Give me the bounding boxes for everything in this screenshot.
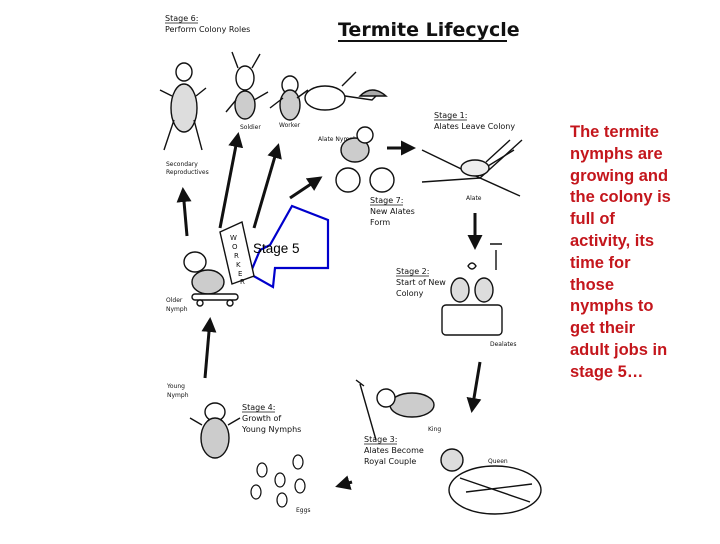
cycle-arrows	[176, 132, 483, 490]
sign-letter: R	[234, 252, 239, 260]
older-nymph-figure	[183, 251, 239, 307]
stage-1-label: Stage 1:	[434, 111, 467, 120]
sign-letter: K	[236, 261, 241, 269]
dealates-couple-figure	[441, 243, 503, 336]
side-line: the colony is	[570, 188, 671, 207]
king-caption: King	[428, 426, 441, 433]
secondary-caption-2: Reproductives	[166, 169, 209, 176]
nymph-on-bike-figure	[335, 126, 395, 193]
termite-lifecycle-diagram: Termite Lifecycle Stage 6: Perform Colon…	[150, 0, 550, 540]
sign-letter: R	[240, 278, 245, 286]
stage-5-label: Stage 5	[253, 241, 300, 256]
side-line: growing and	[570, 166, 669, 185]
young-nymph-caption-1: Young	[166, 383, 185, 390]
side-line: those	[570, 275, 615, 294]
stage-4-desc-2: Young Nymphs	[241, 425, 301, 434]
side-line: time for	[570, 253, 631, 272]
side-line: The termite	[570, 123, 659, 141]
stage-3-label: Stage 3:	[364, 435, 397, 444]
side-line: nymphs to	[570, 297, 654, 316]
sign-letter: O	[232, 243, 238, 251]
arrow-to-worker	[252, 143, 282, 229]
stage-7-desc-1: New Alates	[370, 207, 415, 216]
arrow-stage2-to-stage3	[466, 361, 482, 413]
stage-3-desc-1: Alates Become	[364, 446, 424, 455]
stage-4-desc-1: Growth of	[242, 414, 281, 423]
young-nymph-figure	[189, 402, 241, 459]
arrow-stage3-to-stage4	[335, 475, 353, 490]
eggs-figure	[250, 454, 306, 508]
diagram-title: Termite Lifecycle	[338, 19, 520, 41]
stage-2-label: Stage 2:	[396, 267, 429, 276]
stage-2-desc-2: Colony	[396, 289, 424, 298]
sign-letter: E	[238, 270, 242, 278]
arrow-to-secondary	[176, 187, 192, 237]
worker-figure	[269, 75, 309, 121]
secondary-reproductive-figure	[159, 62, 207, 151]
eggs-caption: Eggs	[296, 507, 311, 514]
queen-figure	[440, 448, 542, 515]
arrow-to-soldier	[218, 132, 244, 229]
side-explanation: The termite nymphs are growing and the c…	[570, 122, 710, 384]
secondary-caption-1: Secondary	[166, 161, 198, 168]
stage-6-label: Stage 6:	[165, 14, 198, 23]
alate-nymph-figure	[304, 71, 388, 111]
stage-3-desc-2: Royal Couple	[364, 457, 416, 466]
alate-figure	[421, 139, 523, 197]
worker-sign: W O R K E R	[219, 221, 255, 286]
stage-6-desc: Perform Colony Roles	[165, 25, 250, 34]
queen-caption: Queen	[488, 458, 508, 465]
alate-caption: Alate	[466, 195, 482, 202]
worker-caption: Worker	[279, 122, 301, 129]
young-nymph-caption-2: Nymph	[167, 392, 189, 399]
older-nymph-caption-2: Nymph	[166, 306, 188, 313]
sign-letter: W	[230, 234, 237, 242]
side-line: activity, its	[570, 231, 655, 250]
stage-5-callout	[248, 204, 330, 289]
dealates-caption: Dealates	[490, 341, 517, 348]
soldier-figure	[225, 51, 269, 120]
stage-2-desc-1: Start of New	[396, 278, 446, 287]
king-figure	[355, 379, 435, 441]
arrow-to-alate-nymph	[289, 176, 323, 200]
stage-7-desc-2: Form	[370, 218, 390, 227]
side-line: adult jobs in	[570, 340, 668, 359]
alate-nymph-caption: Alate Nymph	[318, 136, 357, 143]
soldier-caption: Soldier	[240, 124, 261, 131]
stage-7-label: Stage 7:	[370, 196, 403, 205]
side-line: nymphs are	[570, 144, 663, 163]
side-line: stage 5…	[570, 362, 644, 381]
side-line: get their	[570, 319, 636, 338]
stage-4-label: Stage 4:	[242, 403, 275, 412]
arrow-stage4-to-older	[201, 317, 217, 379]
older-nymph-caption-1: Older	[166, 297, 183, 304]
stage-1-desc: Alates Leave Colony	[434, 122, 515, 131]
side-line: full of	[570, 210, 615, 229]
